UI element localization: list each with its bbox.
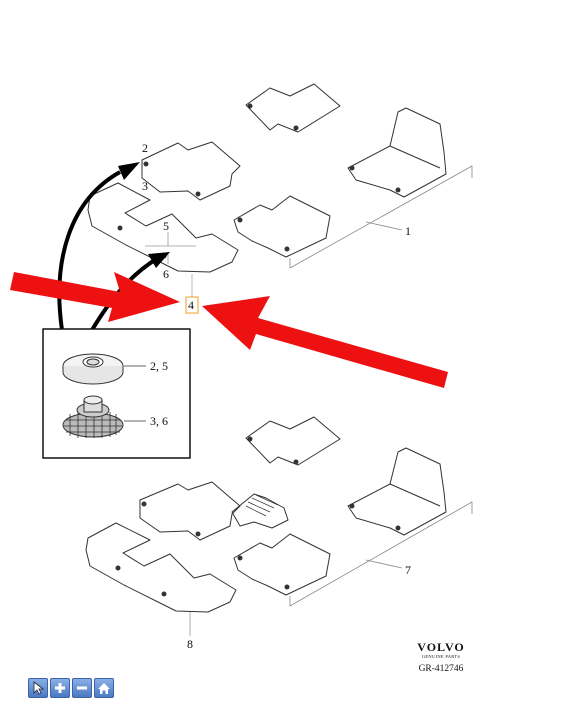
select-tool-button[interactable] bbox=[28, 678, 48, 698]
mat-rear-right bbox=[233, 195, 331, 258]
cursor-icon bbox=[33, 681, 44, 695]
plus-icon bbox=[55, 683, 65, 693]
diagram-reference: GR-412746 bbox=[418, 664, 464, 674]
volvo-logo: VOLVO bbox=[417, 640, 465, 654]
callout-4[interactable]: 4 bbox=[188, 298, 194, 312]
callout-8[interactable]: 8 bbox=[187, 637, 193, 651]
mat-rear-center-top-2 bbox=[245, 416, 341, 466]
callout-7[interactable]: 7 bbox=[405, 563, 411, 577]
mat-rear-right-2 bbox=[233, 533, 331, 596]
brand-block: VOLVO GENUINE PARTS GR-412746 bbox=[405, 640, 477, 674]
ribbed-clip-icon bbox=[62, 395, 124, 438]
lower-mat-set bbox=[85, 416, 473, 636]
diagram-toolbar bbox=[28, 678, 114, 698]
set1-bracket bbox=[289, 165, 473, 269]
mat-rear-left bbox=[87, 182, 239, 273]
zoom-out-button[interactable] bbox=[72, 678, 92, 698]
tunnel-mat bbox=[231, 493, 289, 529]
callout-2[interactable]: 2 bbox=[142, 141, 148, 155]
arrowhead-lower bbox=[148, 252, 170, 268]
detail-box bbox=[42, 328, 191, 459]
mat-trunk bbox=[347, 107, 447, 198]
minus-icon bbox=[77, 686, 87, 690]
washer-clip-icon bbox=[62, 353, 124, 385]
mat-trunk-2 bbox=[347, 447, 447, 536]
mat-front-left bbox=[141, 141, 241, 201]
red-arrow-right bbox=[202, 296, 448, 388]
home-button[interactable] bbox=[94, 678, 114, 698]
mat-front-left-2 bbox=[139, 481, 241, 541]
callout-1[interactable]: 1 bbox=[405, 224, 411, 238]
arrowhead-upper bbox=[118, 162, 140, 180]
callout-5[interactable]: 5 bbox=[163, 219, 169, 233]
mat-rear-left-2 bbox=[85, 522, 237, 613]
callout-3[interactable]: 3 bbox=[142, 179, 148, 193]
detail-label-3-6[interactable]: 3, 6 bbox=[150, 414, 168, 428]
callout-4-highlight bbox=[185, 296, 199, 314]
genuine-parts-label: GENUINE PARTS bbox=[421, 654, 461, 659]
home-icon bbox=[98, 682, 110, 694]
mat-rear-center-top bbox=[245, 83, 341, 133]
detail-label-2-5[interactable]: 2, 5 bbox=[150, 359, 168, 373]
zoom-in-button[interactable] bbox=[50, 678, 70, 698]
callout-6[interactable]: 6 bbox=[163, 267, 169, 281]
red-arrow-left bbox=[10, 272, 180, 322]
